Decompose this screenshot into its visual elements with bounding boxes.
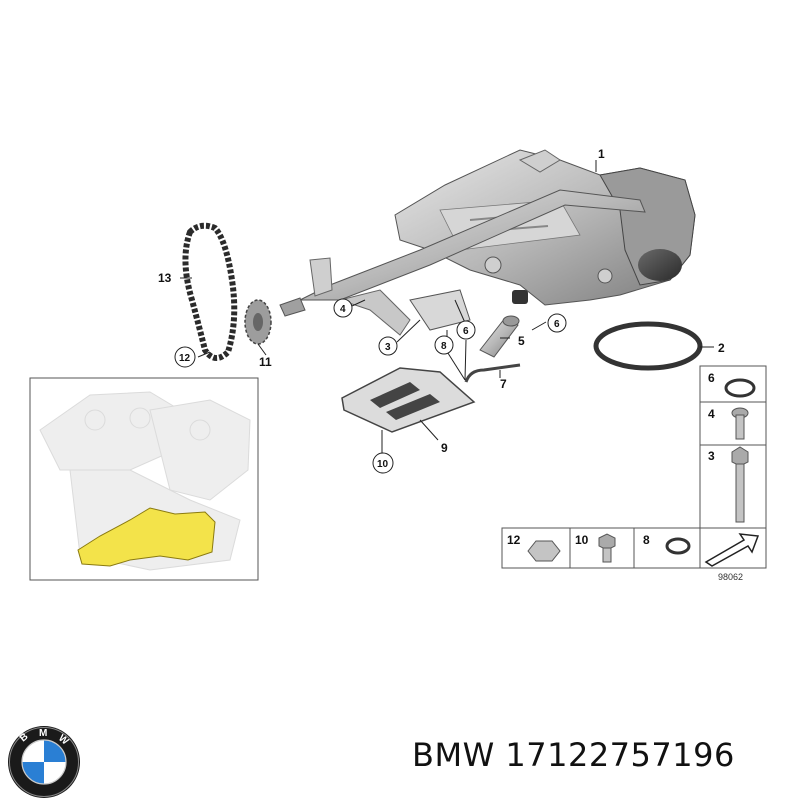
callout-12: 12 <box>179 353 191 364</box>
callout-8: 8 <box>441 341 447 352</box>
oil-pickup-tube <box>279 189 646 336</box>
oil-pump-body <box>394 149 696 306</box>
callout-3: 3 <box>385 342 391 353</box>
kit-bottom-8: 8 <box>643 533 650 547</box>
callout-6b: 6 <box>554 319 560 330</box>
callout-13: 13 <box>158 271 172 285</box>
highlighted-oil-pump <box>77 507 216 567</box>
relief-valve-piston <box>479 315 520 358</box>
drive-chain <box>182 222 238 361</box>
callout-8-marker: 8 <box>434 335 454 355</box>
callout-10: 10 <box>377 459 389 470</box>
arrow-icon <box>704 533 760 567</box>
engine-location-inset <box>29 377 259 581</box>
callout-2: 2 <box>718 341 725 355</box>
callout-6a: 6 <box>463 326 469 337</box>
parts-kit-table: 6 4 3 12 10 8 98062 <box>501 365 767 582</box>
callout-11: 11 <box>259 355 272 369</box>
flange-bolt-icon <box>598 533 616 563</box>
hex-nut-icon <box>527 540 561 562</box>
callout-7: 7 <box>500 377 507 391</box>
o-ring <box>593 321 703 371</box>
callout-4-marker: 4 <box>333 298 353 318</box>
brand-name: BMW <box>412 736 495 774</box>
callout-4: 4 <box>340 304 346 315</box>
callout-12-marker: 12 <box>174 346 196 368</box>
kit-side-3: 3 <box>708 449 715 463</box>
baffle-plate <box>341 367 476 433</box>
reference-code: 98062 <box>718 572 743 582</box>
svg-text:M: M <box>39 728 47 739</box>
callout-9: 9 <box>441 441 448 455</box>
long-bolt-icon <box>731 446 749 523</box>
sprocket <box>244 299 272 345</box>
short-bolt-icon <box>731 407 749 440</box>
callout-6b-marker: 6 <box>547 313 567 333</box>
part-caption: BMW 17122757196 <box>412 736 735 774</box>
washer-icon <box>665 537 691 555</box>
bmw-logo: B M W <box>6 724 82 800</box>
callout-3-marker: 3 <box>378 336 398 356</box>
callout-6a-marker: 6 <box>456 320 476 340</box>
part-number: 17122757196 <box>505 736 735 774</box>
callout-10-marker: 10 <box>372 452 394 474</box>
leader-lines <box>180 160 714 455</box>
spring-clip <box>464 363 521 383</box>
kit-bottom-12: 12 <box>507 533 521 547</box>
seal-ring-icon <box>724 378 756 398</box>
callout-1: 1 <box>598 147 605 161</box>
kit-bottom-10: 10 <box>575 533 589 547</box>
callout-5: 5 <box>518 334 525 348</box>
kit-side-4: 4 <box>708 407 715 421</box>
kit-side-6: 6 <box>708 371 715 385</box>
